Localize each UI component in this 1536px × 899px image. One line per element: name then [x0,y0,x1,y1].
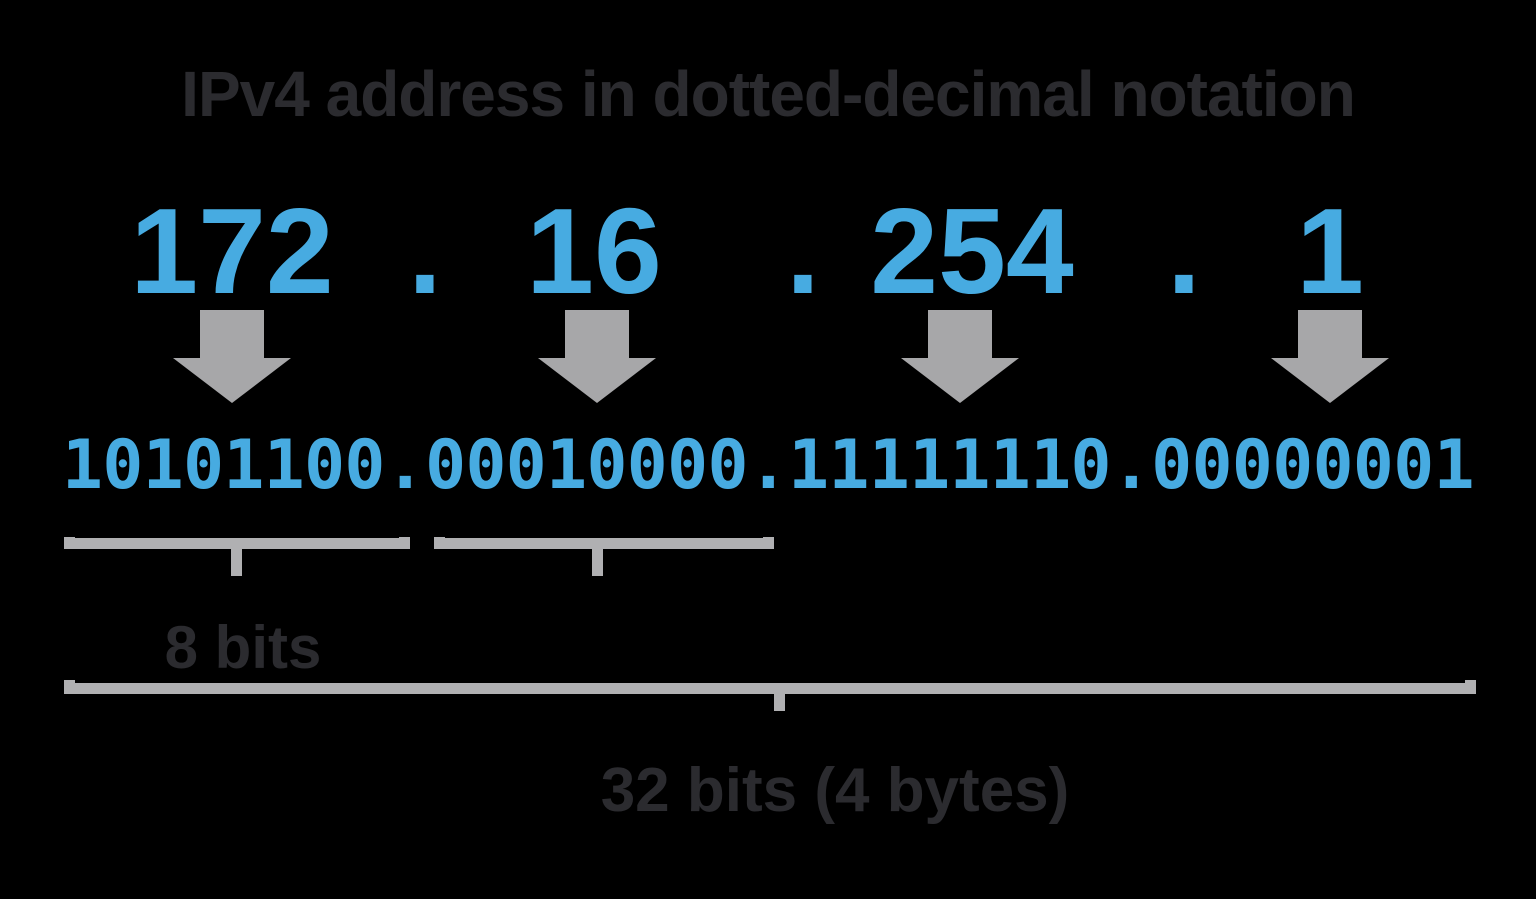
down-arrow-icon [538,310,656,403]
down-arrow-stem [928,310,992,358]
binary-dot-separator-1: . [384,426,426,505]
binary-octet-2: 00010000 [425,426,748,505]
down-arrow-head [538,358,656,403]
dot-separator-2: . [786,183,820,319]
binary-octet-3: 11111110 [788,426,1111,505]
binary-dot-separator-3: . [1110,426,1152,505]
octet-2-bracket [434,537,774,576]
octet-1-bracket [64,537,410,576]
bracket-tick [774,683,785,711]
down-arrow-stem [200,310,264,358]
down-arrow-head [901,358,1019,403]
bracket-tick [592,538,603,576]
decimal-octet-2: 16 [526,183,662,319]
binary-dot-separator-2: . [747,426,789,505]
down-arrow-stem [565,310,629,358]
down-arrow-stem [1298,310,1362,358]
dot-separator-3: . [1167,183,1201,319]
binary-octet-4: 00000001 [1151,426,1474,505]
decimal-octet-3: 254 [870,183,1074,319]
down-arrow-head [1271,358,1389,403]
decimal-octet-1: 172 [130,183,334,319]
binary-octet-1: 10101100 [62,426,385,505]
down-arrow-icon [1271,310,1389,403]
decimal-octet-4: 1 [1296,183,1364,319]
down-arrow-icon [901,310,1019,403]
down-arrow-head [173,358,291,403]
diagram-title: IPv4 address in dotted-decimal notation [181,58,1356,130]
total-size-label: 32 bits (4 bytes) [600,756,1070,825]
octet-size-label: 8 bits [164,614,322,681]
down-arrow-icon [173,310,291,403]
total-bits-bracket [64,680,1476,711]
dot-separator-1: . [408,183,442,319]
bracket-tick [231,538,242,576]
binary-ip-row: 10101100.00010000.11111110.00000001 [0,432,1536,500]
